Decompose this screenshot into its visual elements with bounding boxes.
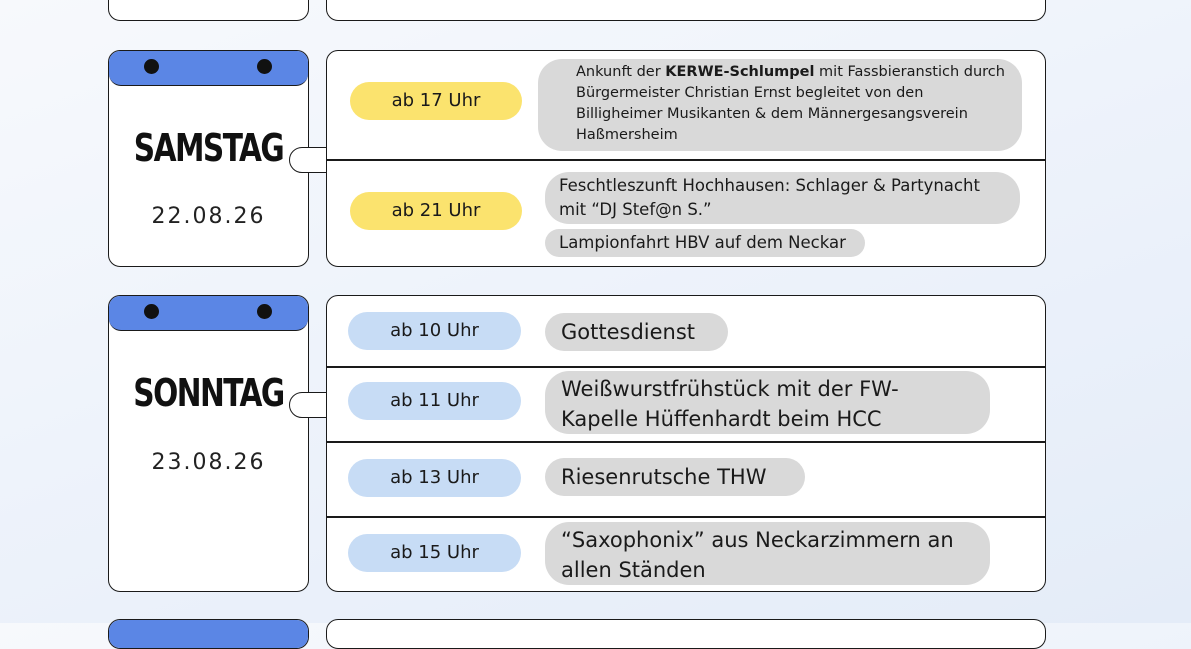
- calendar-ring-left: [144, 304, 159, 319]
- event-pill: Ankunft der KERWE-Schlumpel mit Fassbier…: [538, 59, 1022, 151]
- sunday-calendar-card: SONNTAG 23.08.26: [108, 295, 309, 592]
- time-pill: ab 11 Uhr: [348, 382, 521, 420]
- time-pill: ab 13 Uhr: [348, 459, 521, 497]
- day-name: SONNTAG: [133, 371, 285, 415]
- next-day-calendar-card: [108, 619, 309, 649]
- event-pill: Weißwurstfrühstück mit der FW-Kapelle Hü…: [545, 371, 990, 434]
- calendar-header-band: [109, 296, 308, 331]
- previous-day-events-box: [326, 0, 1046, 21]
- time-pill: ab 17 Uhr: [350, 82, 522, 120]
- event-pill: Gottesdienst: [545, 313, 728, 351]
- saturday-calendar-card: SAMSTAG 22.08.26: [108, 50, 309, 267]
- row-divider: [327, 159, 1045, 161]
- day-date: 22.08.26: [151, 204, 266, 229]
- day-date: 23.08.26: [151, 450, 266, 475]
- time-pill: ab 21 Uhr: [350, 192, 522, 230]
- calendar-header-band: [109, 620, 308, 648]
- highlight-name: KERWE-Schlumpel: [665, 64, 815, 80]
- event-pill: “Saxophonix” aus Neckarzimmern an allen …: [545, 522, 990, 585]
- time-pill: ab 15 Uhr: [348, 534, 521, 572]
- next-day-events-box: [326, 619, 1046, 649]
- row-divider: [327, 441, 1045, 443]
- event-pill: Riesenrutsche THW: [545, 458, 805, 496]
- calendar-ring-left: [144, 59, 159, 74]
- event-pill: Feschtleszunft Hochhausen: Schlager & Pa…: [545, 172, 1020, 224]
- event-pill: Lampionfahrt HBV auf dem Neckar: [545, 229, 865, 257]
- row-divider: [327, 516, 1045, 518]
- row-divider: [327, 366, 1045, 368]
- calendar-ring-right: [257, 304, 272, 319]
- time-pill: ab 10 Uhr: [348, 312, 521, 350]
- calendar-header-band: [109, 51, 308, 86]
- previous-day-calendar-card: [108, 0, 309, 21]
- day-name: SAMSTAG: [133, 126, 285, 170]
- calendar-ring-right: [257, 59, 272, 74]
